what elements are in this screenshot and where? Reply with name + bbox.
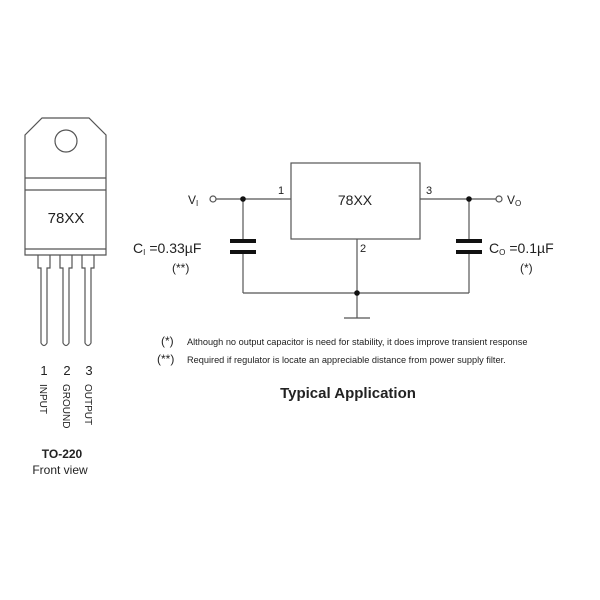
note-2-mark: (**) [157,352,174,366]
pin1-label: 1 [278,185,284,197]
pin-name-input: INPUT [37,384,48,414]
capacitor-co [456,239,482,254]
diagram-title: Typical Application [280,385,416,402]
capacitor-ci [230,239,256,254]
ic-label: 78XX [338,192,373,208]
co-note: (*) [520,261,533,275]
schematic-wires [209,162,503,319]
pin-name-output: OUTPUT [82,384,93,425]
package-marking: 78XX [48,210,85,227]
note-1-mark: (*) [161,334,174,348]
junctions [240,196,472,296]
pin-number-3: 3 [85,363,92,378]
mounting-hole [54,129,78,153]
pin3-label: 3 [426,185,432,197]
note-2-text: Required if regulator is locate an appre… [187,355,506,365]
package-type: TO-220 [42,447,83,461]
pin2-label: 2 [360,243,366,255]
package-leads [37,255,95,347]
pin-name-ground: GROUND [60,384,71,428]
pin-number-1: 1 [40,363,47,378]
vin-label: VI [188,193,198,208]
to220-package [24,117,107,347]
package-view: Front view [32,463,88,477]
note-1-text: Although no output capacitor is need for… [187,337,527,347]
ci-label: CI=0.33µF [133,240,201,257]
pin-number-2: 2 [63,363,70,378]
vin-terminal [209,195,217,203]
ic-box [290,162,421,240]
ci-note: (**) [172,261,189,275]
vout-label: VO [507,193,521,208]
co-label: CO=0.1µF [489,240,554,257]
vout-terminal [495,195,503,203]
